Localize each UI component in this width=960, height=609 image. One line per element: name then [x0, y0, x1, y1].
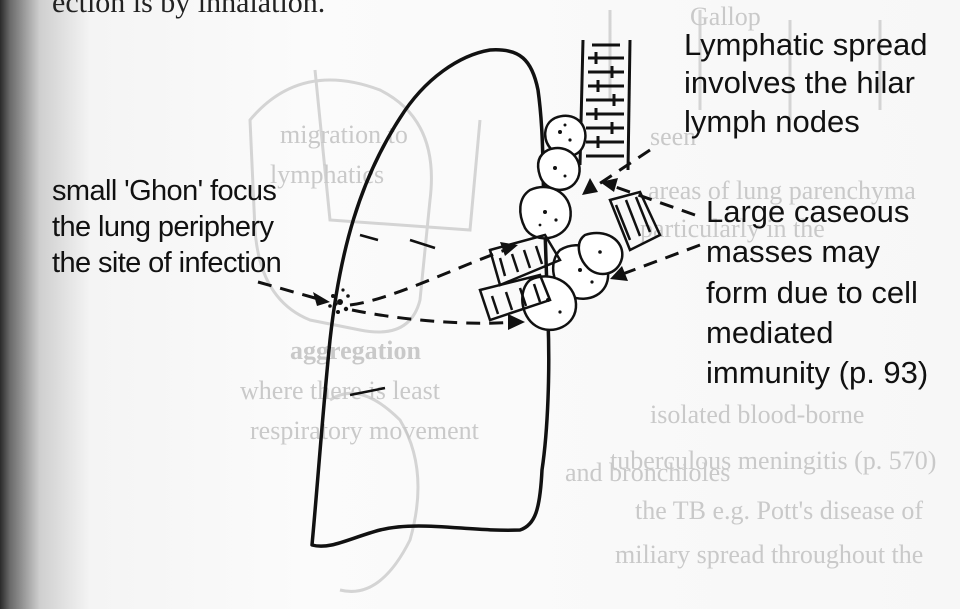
show-through-text-14: and bronchioles — [565, 458, 731, 487]
caseous-masses-label-line-4: mediated — [706, 314, 834, 350]
caseous-label-arrow-2 — [619, 243, 701, 277]
show-through-text-2: seen — [650, 122, 697, 151]
caseous-masses-label-line-2: masses may — [706, 234, 880, 270]
top-text-fragment: ection is by inhalation. — [52, 0, 326, 19]
hilar-label-arrow — [589, 148, 651, 192]
show-through-text-8: isolated blood-borne — [650, 400, 865, 429]
ghon-focus-label: small 'Ghon' focus the lung periphery th… — [52, 174, 282, 282]
ghon-focus-label-line-3: the site of infection — [52, 246, 282, 279]
ghon-focus-label-line-1: small 'Ghon' focus — [52, 175, 277, 207]
caseous-masses-label: Large caseous masses may form due to cel… — [706, 192, 928, 393]
ghon-focus — [328, 288, 350, 314]
lymphatic-spread-arrow-upper — [349, 248, 506, 307]
show-through-text-6: where there is least — [240, 376, 440, 405]
lymphatic-spread-label: Lymphatic spread involves the hilar lymp… — [684, 26, 928, 141]
lymphatic-spread-label-line-1: Lymphatic spread — [684, 27, 928, 62]
caseous-masses-label-line-1: Large caseous — [706, 194, 910, 229]
lymphatic-spread-label-line-3: lymph nodes — [684, 103, 860, 139]
trachea — [578, 39, 632, 171]
show-through-text-7: respiratory movement — [250, 416, 479, 445]
show-through-text-11: miliary spread throughout the — [615, 540, 924, 569]
ghon-focus-label-line-2: the lung periphery — [52, 210, 274, 243]
show-through-text-3: areas of lung parenchyma — [648, 176, 916, 205]
caseous-masses-label-line-3: form due to cell — [706, 274, 918, 310]
lung-outline — [310, 48, 551, 548]
show-through-text-10: the TB e.g. Pott's disease of — [635, 496, 924, 525]
show-through-text-4: particularly in the — [640, 214, 825, 243]
lymphatic-spread-label-line-2: involves the hilar — [684, 65, 915, 101]
caseous-label-arrow-1 — [609, 183, 696, 217]
caseous-masses-label-line-5: immunity (p. 93) — [706, 355, 929, 391]
ghon-label-arrow — [257, 280, 323, 302]
show-through-text-5: aggregation — [290, 336, 421, 365]
show-through-text-9: tuberculous meningitis (p. 570) — [610, 446, 937, 475]
lymphatic-spread-arrow-lower — [351, 308, 516, 325]
bronchi — [478, 190, 662, 322]
hilar-lymph-nodes — [519, 114, 624, 332]
show-through-text-1: Gallop — [690, 2, 761, 31]
